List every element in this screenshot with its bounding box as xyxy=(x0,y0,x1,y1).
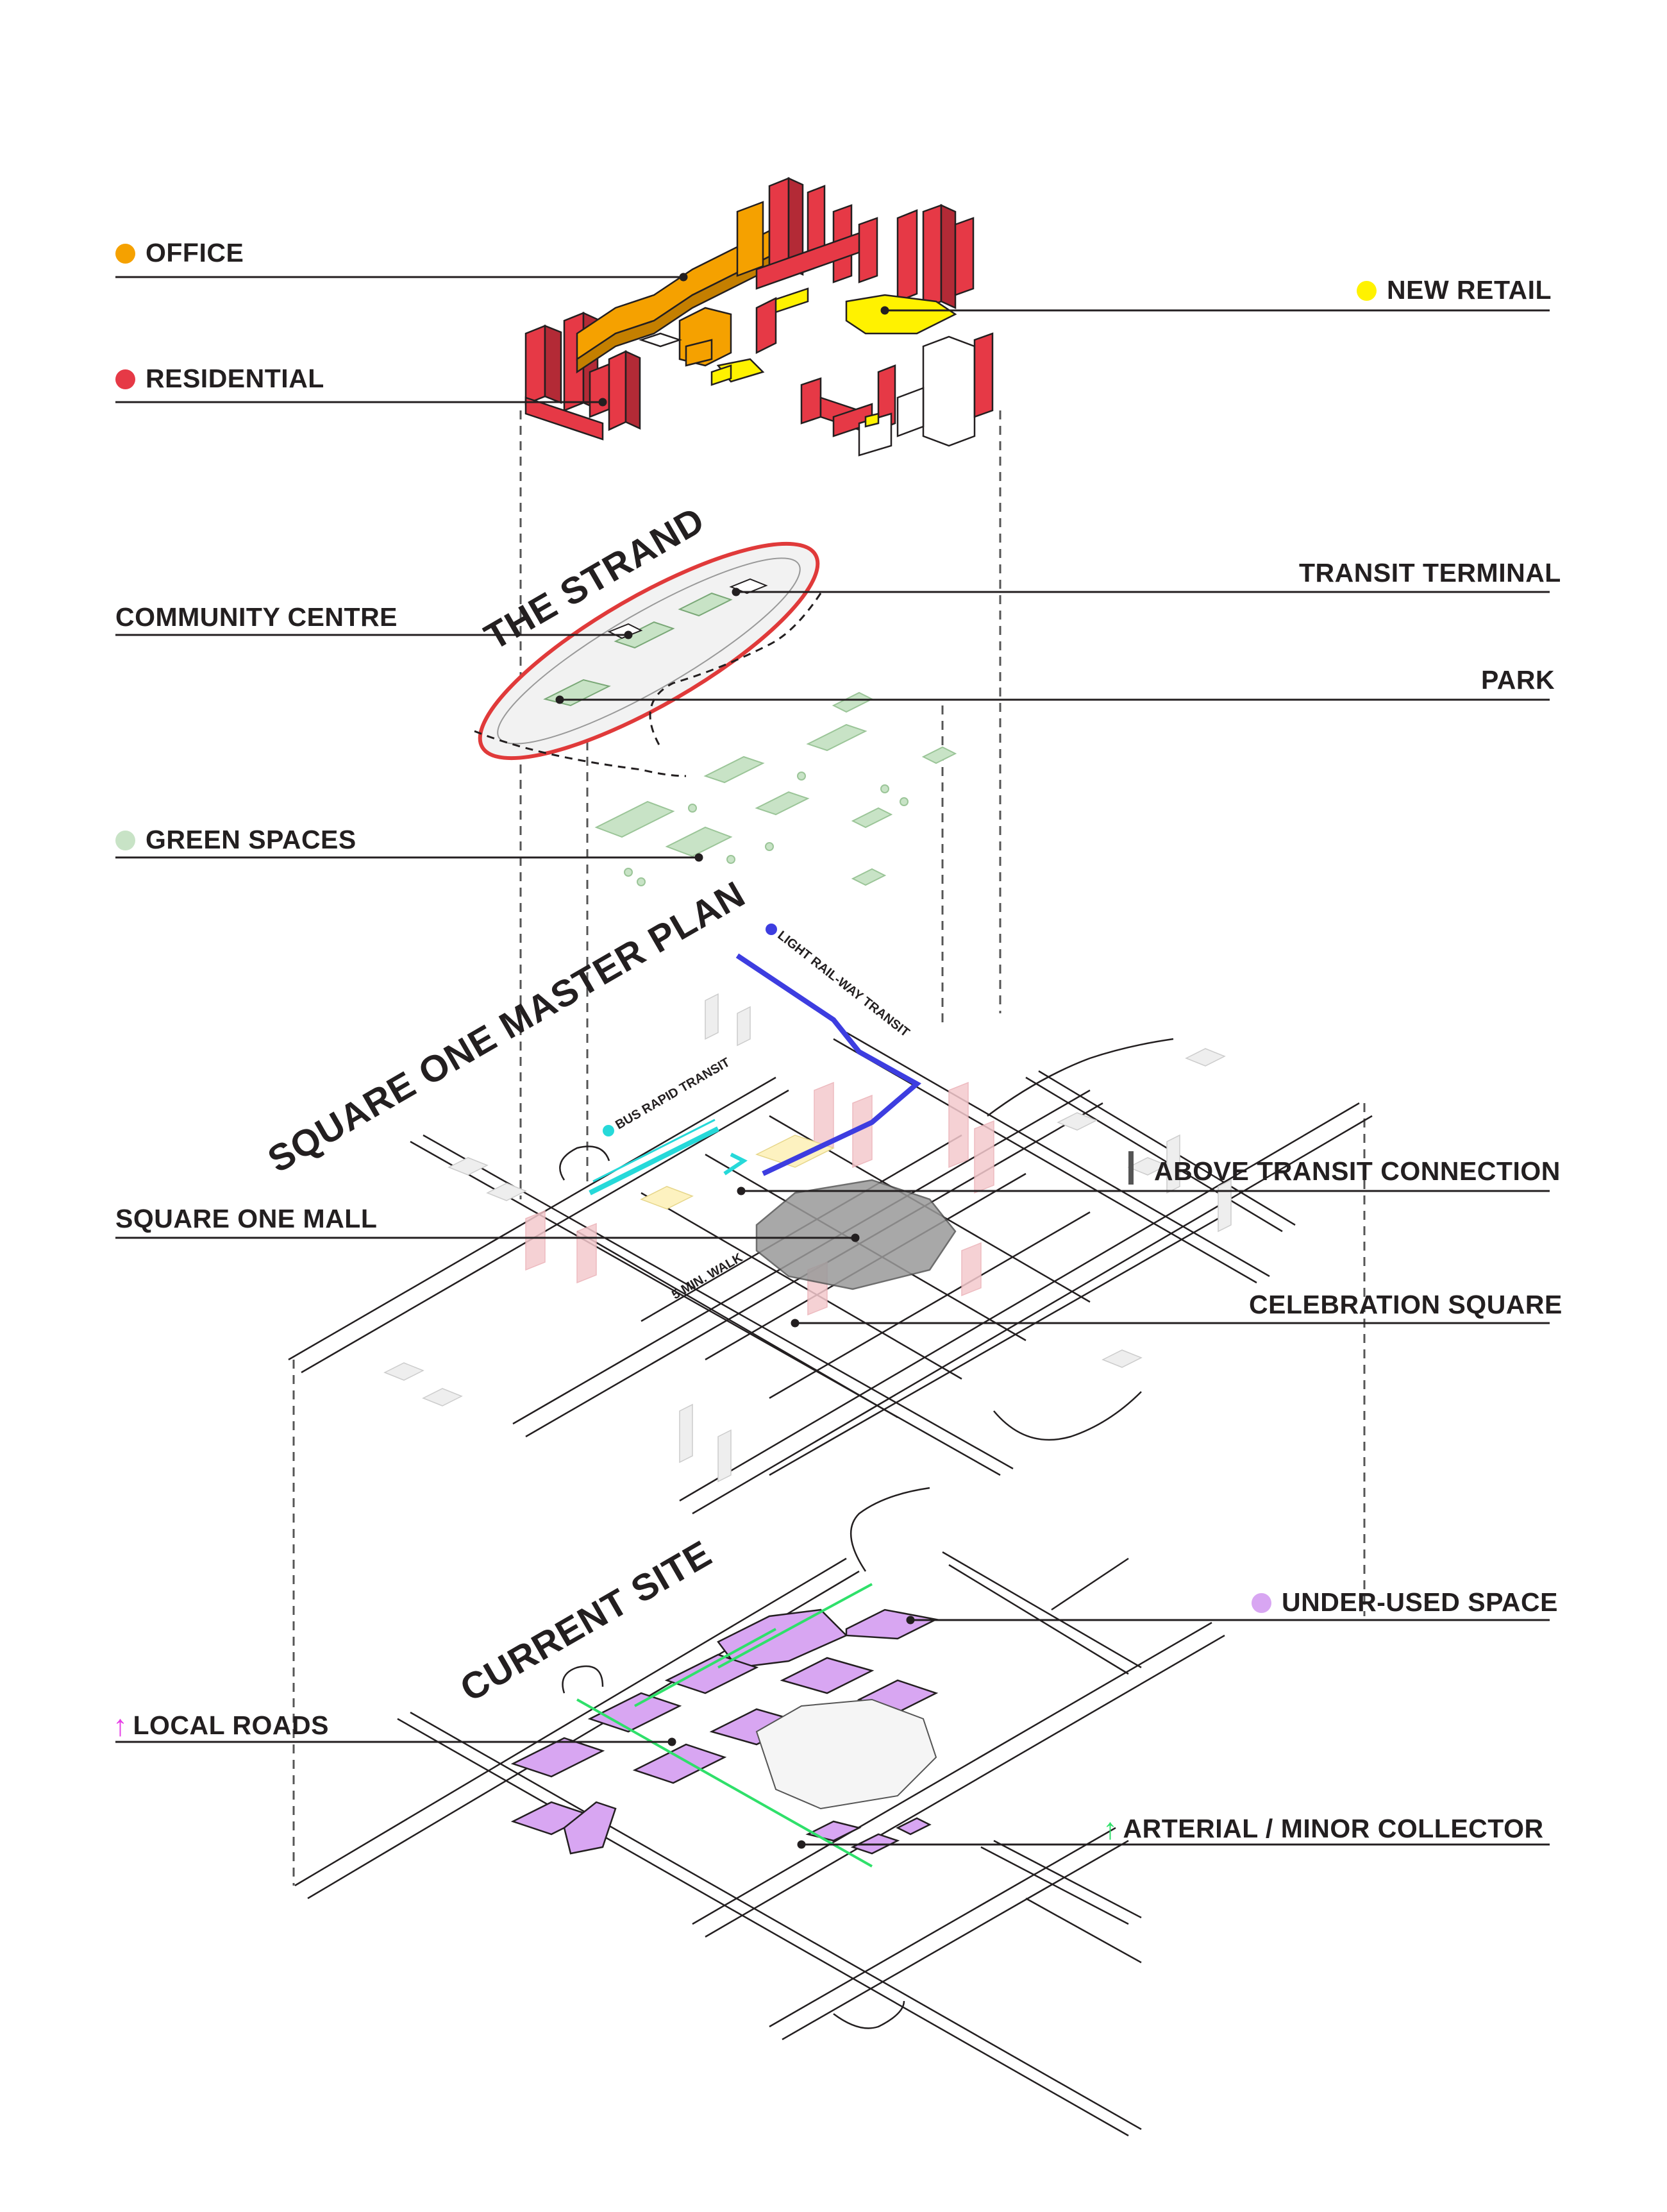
legend-under-used-space: UNDER-USED SPACE xyxy=(1252,1589,1558,1616)
legend-square-one-mall: SQUARE ONE MALL xyxy=(115,1206,377,1232)
new-retail-dot-icon xyxy=(1357,281,1377,301)
legend-residential-text: RESIDENTIAL xyxy=(146,364,324,393)
office-dot-icon xyxy=(115,244,135,264)
legend-square-one-mall-text: SQUARE ONE MALL xyxy=(115,1204,378,1233)
legend-green-spaces-text: GREEN SPACES xyxy=(146,825,356,854)
legend-residential: RESIDENTIAL xyxy=(115,366,324,392)
strand-layer xyxy=(474,541,822,777)
legend-above-transit-connection: ABOVE TRANSIT CONNECTION xyxy=(1154,1158,1561,1185)
lrt-line xyxy=(735,953,921,1176)
master-plan-layer xyxy=(288,924,1373,1515)
up-arrow-green-icon: ↑ xyxy=(1103,1812,1118,1845)
legend-local-roads: ↑LOCAL ROADS xyxy=(113,1710,329,1740)
legend-new-retail-text: NEW RETAIL xyxy=(1387,275,1552,305)
buildings-layer xyxy=(524,177,994,457)
legend-transit-terminal: TRANSIT TERMINAL xyxy=(1299,560,1561,586)
up-arrow-pink-icon: ↑ xyxy=(113,1709,128,1742)
legend-park-text: PARK xyxy=(1481,665,1555,695)
legend-office-text: OFFICE xyxy=(146,238,244,267)
arterial-lines xyxy=(576,1583,873,1868)
current-site-layer xyxy=(294,1487,1225,2137)
legend-community-centre-text: COMMUNITY CENTRE xyxy=(115,602,398,632)
green-spaces-dot-icon xyxy=(115,831,135,850)
legend-under-used-space-text: UNDER-USED SPACE xyxy=(1282,1587,1558,1617)
current-mall-outline xyxy=(755,1698,937,1810)
legend-arterial: ↑ARTERIAL / MINOR COLLECTOR xyxy=(1103,1814,1544,1843)
leader-lines xyxy=(115,273,1550,1849)
legend-new-retail: NEW RETAIL xyxy=(1357,277,1552,303)
green-spaces-layer xyxy=(594,691,957,886)
legend-green-spaces: GREEN SPACES xyxy=(115,827,356,853)
legend-celebration-square: CELEBRATION SQUARE xyxy=(1249,1292,1562,1318)
legend-local-roads-text: LOCAL ROADS xyxy=(133,1710,329,1740)
under-used-dot-icon xyxy=(1252,1593,1271,1613)
legend-park: PARK xyxy=(1481,667,1555,693)
legend-arterial-text: ARTERIAL / MINOR COLLECTOR xyxy=(1123,1814,1544,1843)
legend-celebration-square-text: CELEBRATION SQUARE xyxy=(1249,1290,1562,1319)
legend-office: OFFICE xyxy=(115,240,244,266)
legend-community-centre: COMMUNITY CENTRE xyxy=(115,604,398,630)
brt-line xyxy=(589,1126,719,1195)
legend-transit-terminal-text: TRANSIT TERMINAL xyxy=(1299,558,1561,587)
legend-above-transit-connection-text: ABOVE TRANSIT CONNECTION xyxy=(1154,1156,1561,1186)
residential-dot-icon xyxy=(115,369,135,389)
